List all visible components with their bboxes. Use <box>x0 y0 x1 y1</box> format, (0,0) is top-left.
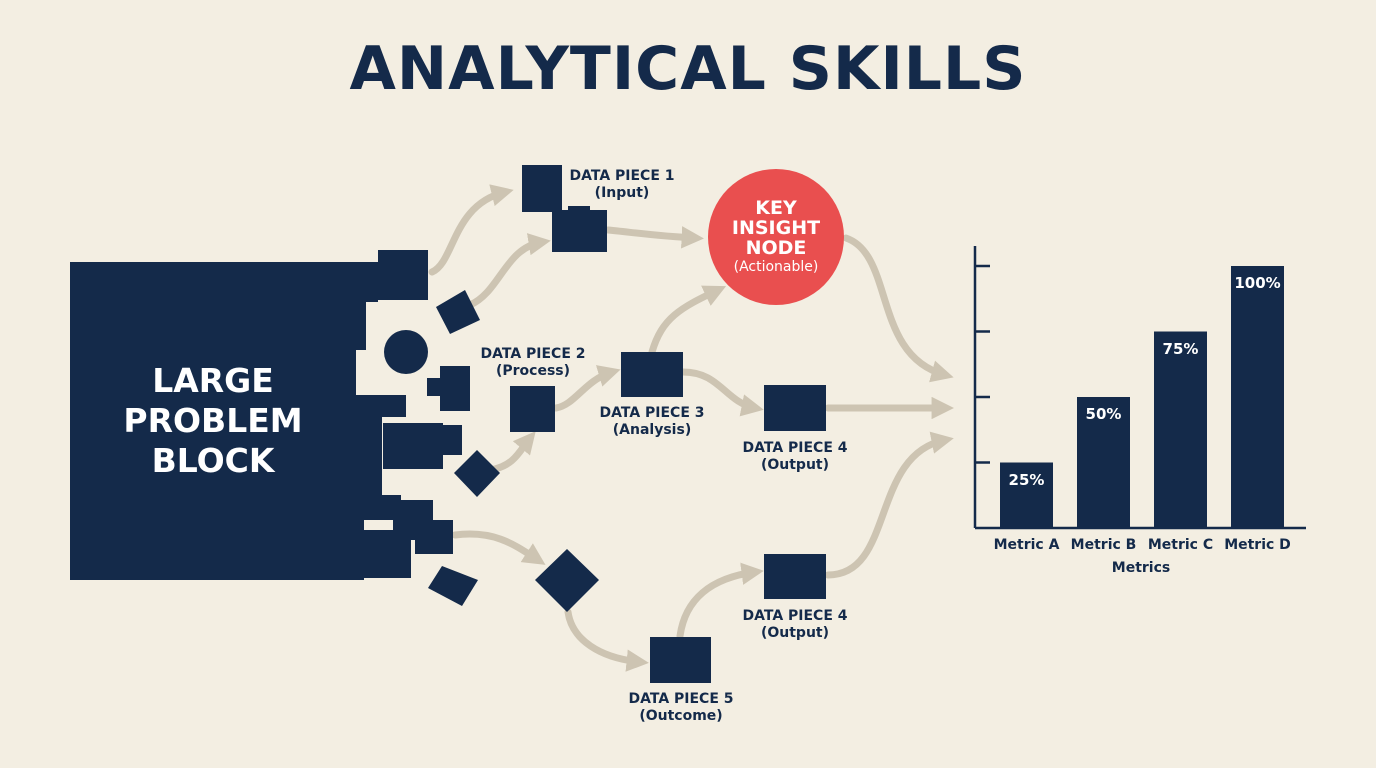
label-data-piece-2: DATA PIECE 2 (Process) <box>480 346 585 380</box>
p4b-name: DATA PIECE 4 <box>742 608 848 624</box>
node-p1-top <box>522 165 562 212</box>
category-label-0: Metric A <box>993 537 1060 553</box>
arrow-p1-to-insight <box>604 226 704 249</box>
insight-sub: (Actionable) <box>733 259 819 275</box>
node-diamond-large <box>535 549 599 612</box>
node-p3 <box>621 352 683 397</box>
arrow-block-to-p1 <box>428 184 514 276</box>
data-label-1: 50% <box>1085 405 1122 423</box>
node-p4a <box>764 385 826 431</box>
bar-metric-d <box>1231 266 1284 528</box>
arrow-block-to-p1b <box>466 233 551 309</box>
data-label-2: 75% <box>1162 339 1199 358</box>
p4a-role: (Output) <box>760 457 830 473</box>
arrow-p3-to-insight <box>648 285 727 356</box>
data-label-3: 100% <box>1234 274 1281 292</box>
node-p5 <box>650 637 711 683</box>
insight-line-3: NODE <box>745 237 807 259</box>
problem-line-3: BLOCK <box>151 441 275 480</box>
y-axis-ticks <box>975 264 990 464</box>
p1-name: DATA PIECE 1 <box>569 168 675 184</box>
data-piece-nodes <box>510 165 826 683</box>
bar-metric-b <box>1077 397 1130 528</box>
arrow-p3-to-p4 <box>679 368 764 417</box>
arrow-diamond-to-p2 <box>486 431 536 474</box>
p4a-name: DATA PIECE 4 <box>742 440 848 456</box>
p4b-role: (Output) <box>760 625 830 641</box>
category-label-1: Metric B <box>1070 537 1137 553</box>
node-p2 <box>510 386 555 432</box>
problem-line-2: PROBLEM <box>123 401 303 440</box>
large-problem-block <box>70 262 406 580</box>
fragment-wide-ext <box>438 425 462 455</box>
arrow-diamond-to-p5 <box>564 608 649 672</box>
category-label-2: Metric C <box>1147 537 1214 553</box>
label-data-piece-5: DATA PIECE 5 (Outcome) <box>628 691 733 725</box>
node-p1-notch <box>568 206 590 216</box>
arrow-p4b-to-chart <box>824 431 954 579</box>
data-label-0: 25% <box>1008 470 1045 489</box>
node-p1-main <box>552 210 607 252</box>
fragment-diamond <box>454 450 500 497</box>
fragment-wide <box>383 423 443 469</box>
p5-role: (Outcome) <box>639 708 723 724</box>
p3-role: (Analysis) <box>612 422 692 438</box>
arrow-insight-to-chart <box>842 234 954 383</box>
page-title: ANALYTICAL SKILLS <box>349 34 1027 104</box>
arrow-p5-to-p4 <box>676 562 764 640</box>
fragment-notched <box>428 566 478 606</box>
fragments <box>363 250 500 606</box>
p1-role: (Input) <box>594 185 650 201</box>
bar-metric-a <box>1000 462 1053 528</box>
fragment-square <box>378 250 428 300</box>
label-data-piece-3: DATA PIECE 3 (Analysis) <box>599 405 704 439</box>
category-label-3: Metric D <box>1224 537 1291 553</box>
problem-line-1: LARGE <box>152 361 274 400</box>
fragment-circle <box>384 330 428 374</box>
arrow-p2-to-p3 <box>552 365 621 412</box>
p5-name: DATA PIECE 5 <box>628 691 734 707</box>
p2-name: DATA PIECE 2 <box>480 346 586 362</box>
label-data-piece-1: DATA PIECE 1 (Input) <box>569 168 674 202</box>
arrow-block-to-diamond <box>451 530 546 565</box>
insight-line-2: INSIGHT <box>731 217 821 239</box>
insight-line-1: KEY <box>755 197 797 219</box>
fragment-stack-bottom <box>363 530 411 578</box>
x-axis-label: Metrics <box>1111 560 1171 576</box>
flow-arrows <box>428 184 954 672</box>
key-insight-label: KEY INSIGHT NODE (Actionable) <box>707 168 845 306</box>
bar-series <box>1000 266 1284 528</box>
bar-metric-c <box>1154 331 1207 528</box>
label-data-piece-4a: DATA PIECE 4 (Output) <box>742 440 847 474</box>
node-p4b <box>764 554 826 599</box>
fragment-rect-small <box>427 378 447 396</box>
key-insight-circle <box>708 169 844 305</box>
p2-role: (Process) <box>495 363 571 379</box>
problem-block-label: LARGE PROBLEM BLOCK <box>70 262 356 580</box>
label-data-piece-4b: DATA PIECE 4 (Output) <box>742 608 847 642</box>
p3-name: DATA PIECE 3 <box>599 405 705 421</box>
fragment-tilted <box>436 290 480 334</box>
fragment-stack-right <box>415 520 453 554</box>
